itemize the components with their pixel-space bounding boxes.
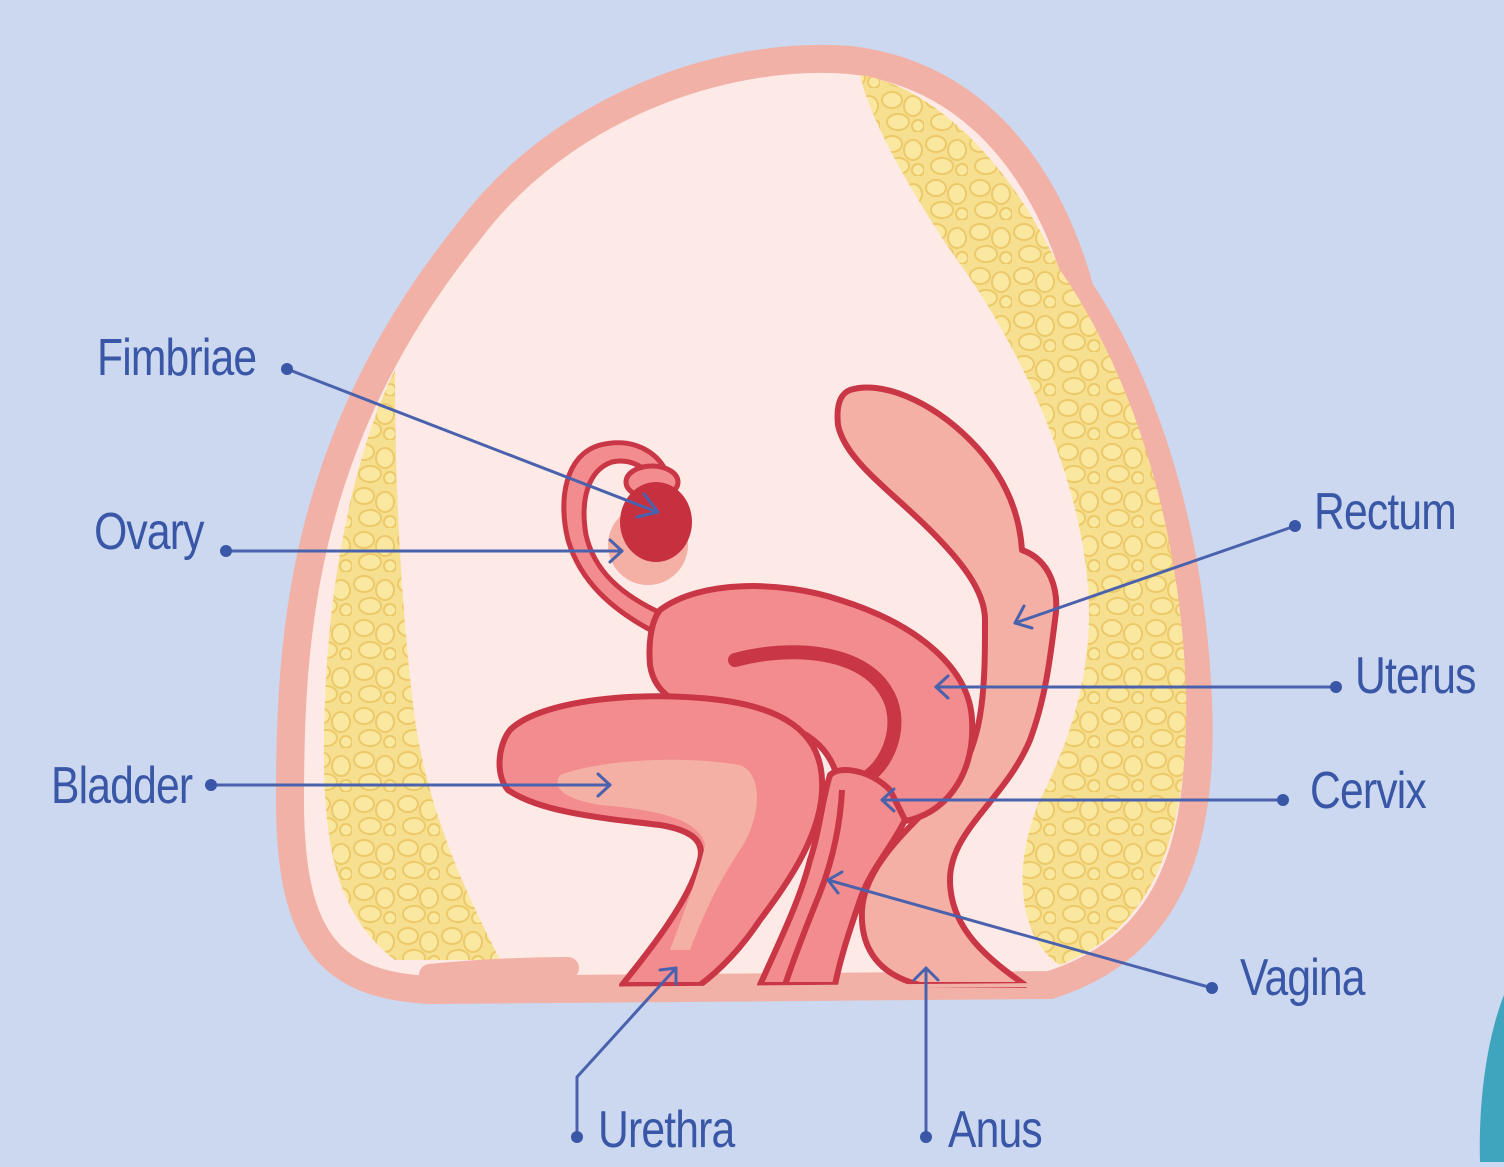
- ovary-dot: [220, 545, 232, 557]
- vagina-dot: [1206, 982, 1218, 994]
- rectum-dot: [1289, 520, 1301, 532]
- label-fimbriae: Fimbriae: [97, 332, 256, 384]
- cervix-dot: [1277, 794, 1289, 806]
- label-uterus: Uterus: [1355, 650, 1476, 702]
- urethra-dot: [571, 1131, 583, 1143]
- ovary-shape: [620, 482, 692, 562]
- bladder-dot: [205, 779, 217, 791]
- label-cervix: Cervix: [1310, 765, 1426, 817]
- anus-dot: [920, 1131, 932, 1143]
- skin-fold: [430, 968, 568, 975]
- label-ovary: Ovary: [94, 506, 204, 558]
- uterus-dot: [1330, 681, 1342, 693]
- label-bladder: Bladder: [51, 760, 192, 812]
- label-urethra: Urethra: [598, 1104, 734, 1156]
- label-anus: Anus: [948, 1104, 1042, 1156]
- corner-accent: [1480, 995, 1504, 1162]
- fimbriae-dot: [281, 363, 293, 375]
- label-vagina: Vagina: [1240, 952, 1365, 1004]
- label-rectum: Rectum: [1314, 486, 1456, 538]
